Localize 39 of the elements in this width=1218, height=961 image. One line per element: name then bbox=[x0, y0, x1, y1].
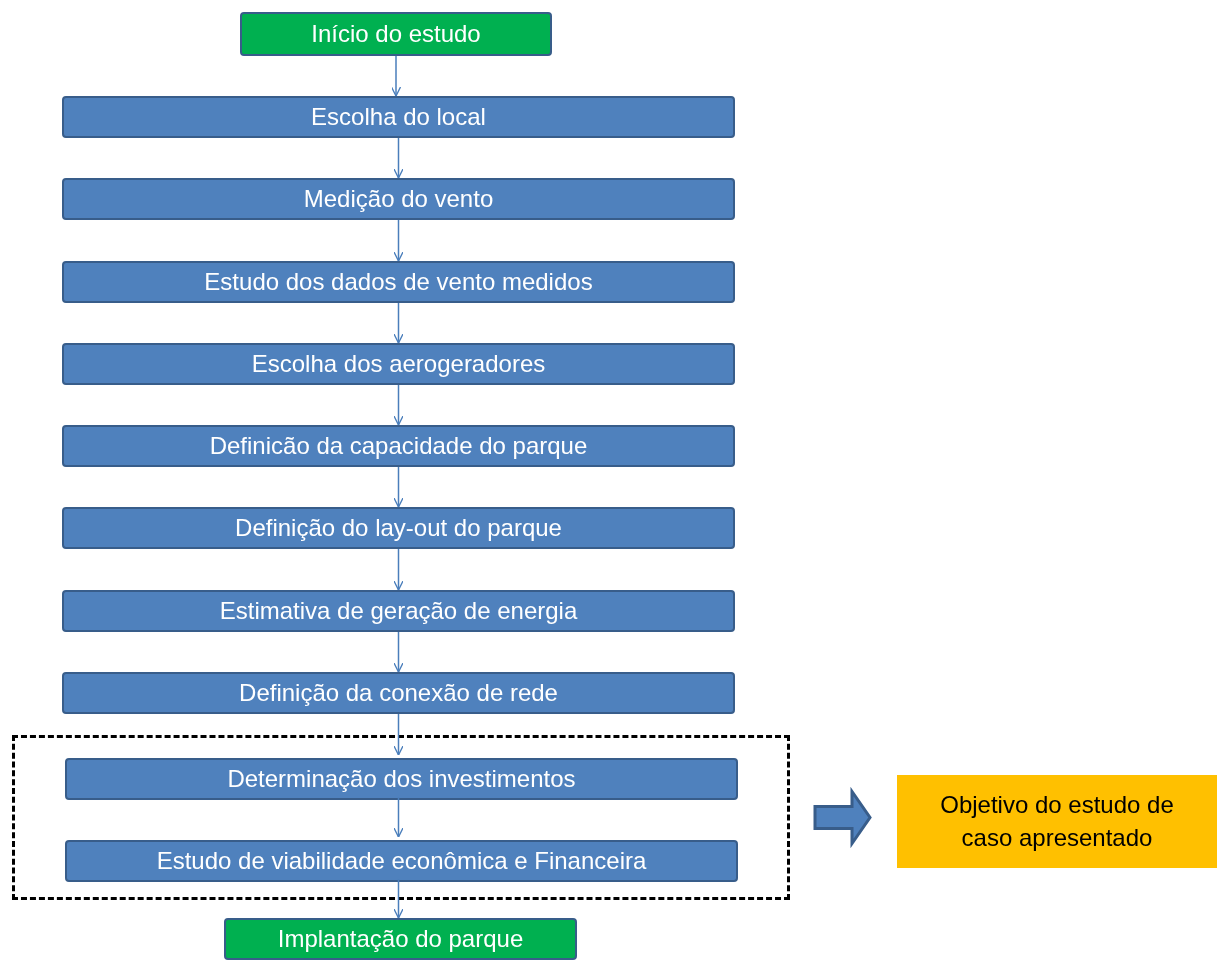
box-label: Medição do vento bbox=[303, 185, 494, 212]
terminal-box bbox=[224, 918, 577, 960]
box-label: Implantação do parque bbox=[277, 925, 524, 952]
process-box bbox=[65, 840, 738, 882]
arrow bbox=[393, 631, 404, 673]
process-box bbox=[62, 425, 735, 467]
box-label: Objetivo do estudo de caso apresentado bbox=[940, 791, 1174, 851]
box-label: Definicão da capacidade do parque bbox=[209, 432, 588, 459]
arrow bbox=[393, 466, 404, 508]
arrow bbox=[393, 219, 404, 262]
box-label: Escolha do local bbox=[311, 103, 486, 130]
arrow bbox=[393, 384, 404, 426]
box-label: Determinação dos investimentos bbox=[227, 765, 576, 792]
process-box bbox=[62, 261, 735, 303]
process-box bbox=[62, 672, 735, 714]
process-box bbox=[62, 178, 735, 220]
arrow bbox=[393, 878, 404, 919]
process-box bbox=[62, 96, 735, 138]
block-arrow bbox=[813, 786, 872, 849]
process-box bbox=[62, 590, 735, 632]
arrow bbox=[393, 302, 404, 344]
arrow bbox=[393, 796, 404, 838]
box-label: Início do estudo bbox=[311, 20, 481, 47]
arrow bbox=[390, 55, 402, 97]
box-label: Definição do lay-out do parque bbox=[235, 514, 562, 541]
box-label: Estudo de viabilidade econômica e Financeira bbox=[156, 847, 647, 874]
box-label: Definição da conexão de rede bbox=[239, 679, 558, 706]
box-label: Estimativa de geração de energia bbox=[219, 597, 578, 624]
box-label: Estudo dos dados de vento medidos bbox=[204, 268, 593, 295]
terminal-box bbox=[240, 12, 552, 56]
arrow bbox=[393, 137, 404, 179]
dashed-group-box bbox=[12, 735, 790, 900]
note-box bbox=[897, 775, 1217, 868]
arrow bbox=[393, 548, 404, 591]
box-label: Escolha dos aerogeradores bbox=[251, 350, 546, 377]
process-box bbox=[62, 343, 735, 385]
process-box bbox=[62, 507, 735, 549]
process-box bbox=[65, 758, 738, 800]
arrow bbox=[393, 713, 404, 756]
